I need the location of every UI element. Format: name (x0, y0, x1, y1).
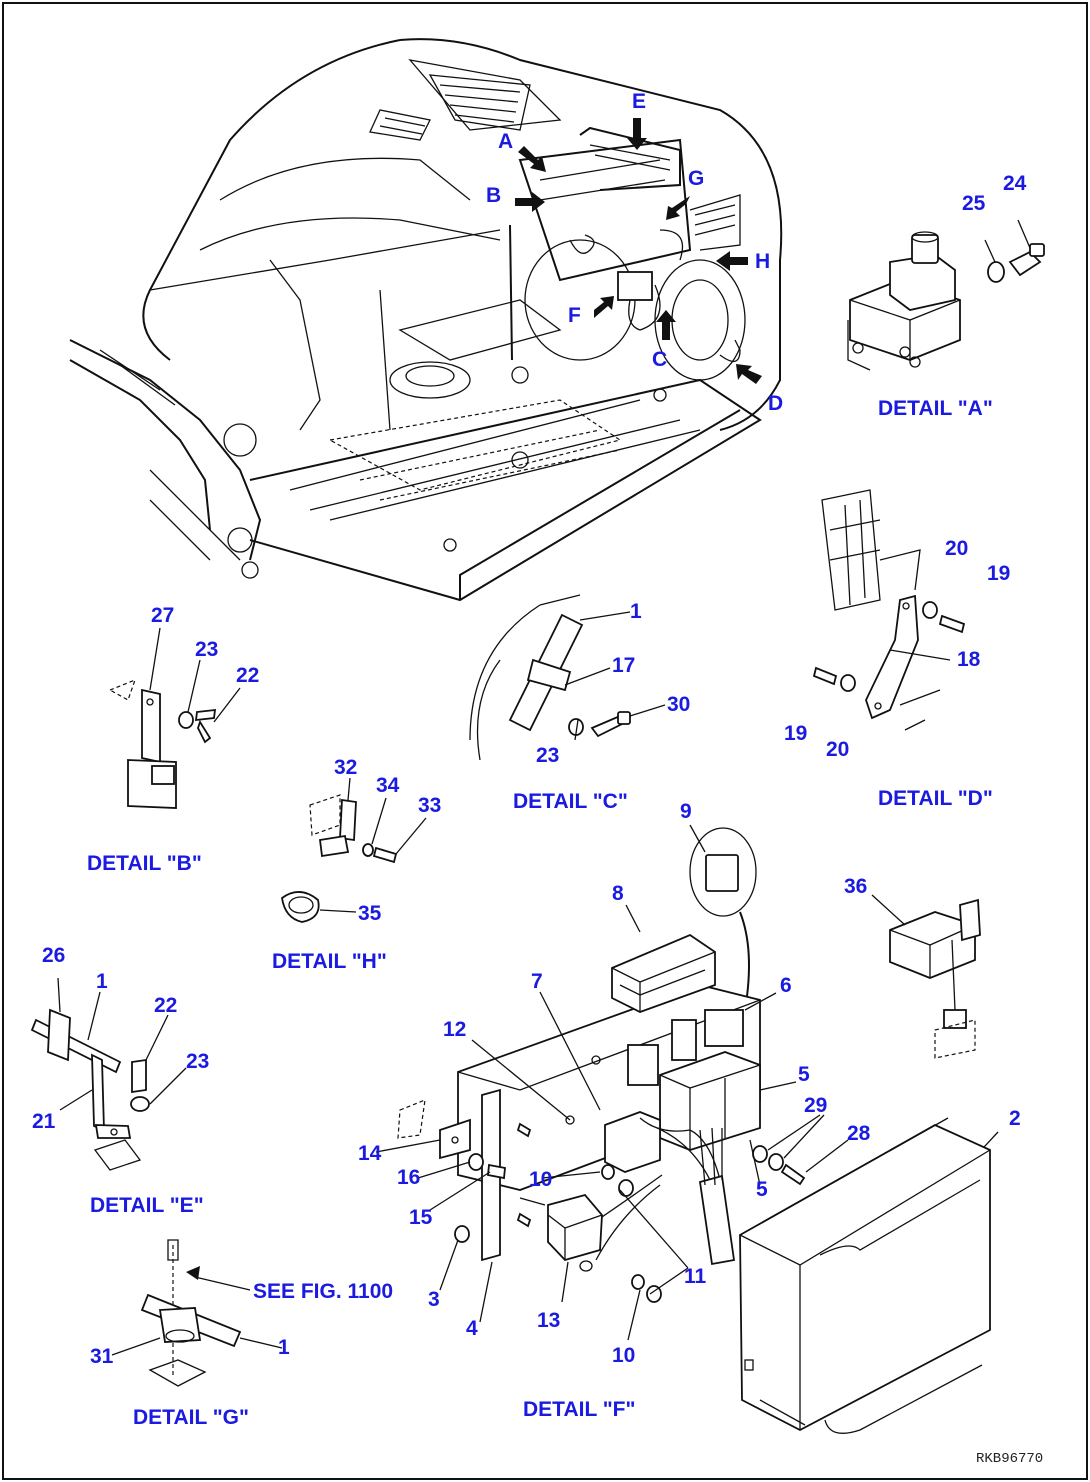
callout-number: 32 (334, 756, 357, 779)
detail-h-title: DETAIL "H" (272, 950, 387, 973)
detail-letter: C (652, 348, 667, 371)
callout-number: 30 (667, 693, 690, 716)
callout-number: 23 (536, 744, 559, 767)
detail-letter: H (755, 250, 770, 273)
detail-a-title: DETAIL "A" (878, 397, 993, 420)
callout-number: 20 (826, 738, 849, 761)
callout-number: 1 (96, 970, 108, 993)
callout-number: 29 (804, 1094, 827, 1117)
callout-number: 18 (957, 648, 981, 671)
callout-number: 4 (466, 1317, 478, 1340)
callout-number: 15 (409, 1206, 433, 1229)
callout-number: 11 (684, 1265, 707, 1288)
callout-number: 2 (1009, 1107, 1021, 1130)
callout-number: 12 (443, 1018, 466, 1041)
detail-letter: G (688, 167, 704, 190)
see-fig-note: SEE FIG. 1100 (253, 1280, 393, 1303)
callout-number: 10 (529, 1168, 552, 1191)
callout-number: 17 (612, 654, 635, 677)
detail-g-title: DETAIL "G" (133, 1406, 249, 1429)
detail-e-drawing (30, 977, 187, 1171)
callout-number: 9 (680, 800, 692, 823)
machine-overview (69, 38, 783, 602)
detail-d-title: DETAIL "D" (878, 787, 993, 810)
callout-number: 24 (1003, 172, 1027, 195)
detail-b-drawing (108, 627, 241, 809)
callout-number: 20 (945, 537, 968, 560)
detail-letter: E (632, 90, 646, 113)
callout-number: 1 (278, 1336, 290, 1359)
callout-number: 35 (358, 902, 382, 925)
callout-number: 26 (42, 944, 65, 967)
callout-number: 31 (90, 1345, 114, 1368)
callout-number: 19 (784, 722, 807, 745)
callout-number: 21 (32, 1110, 56, 1133)
callout-number: 5 (756, 1178, 768, 1201)
callout-number: 22 (154, 994, 177, 1017)
callout-number: 22 (236, 664, 259, 687)
detail-letter: A (498, 130, 513, 153)
callout-number: 8 (612, 882, 624, 905)
callout-number: 27 (151, 604, 174, 627)
callout-number: 19 (987, 562, 1010, 585)
controller-box-drawing (739, 1117, 991, 1434)
callout-number: 6 (780, 974, 792, 997)
detail-d-drawing (812, 489, 966, 731)
callout-number: 7 (531, 970, 543, 993)
callout-number: 3 (428, 1288, 440, 1311)
detail-f-title: DETAIL "F" (523, 1398, 635, 1421)
detail-a-drawing (847, 219, 1045, 371)
detail-c-title: DETAIL "C" (513, 790, 628, 813)
detail-g-drawing (111, 1239, 283, 1387)
detail-letter: F (568, 304, 581, 327)
callout-number: 28 (847, 1122, 871, 1145)
callout-number: 14 (358, 1142, 382, 1165)
detail-letter: B (486, 184, 501, 207)
detail-h-drawing (281, 777, 427, 923)
callout-number: 5 (798, 1063, 810, 1086)
callout-number: 16 (397, 1166, 420, 1189)
detail-c-drawing (469, 594, 666, 761)
detail-f-drawing (375, 824, 999, 1341)
callout-number: 36 (844, 875, 867, 898)
detail-b-title: DETAIL "B" (87, 852, 202, 875)
callout-number: 1 (630, 600, 642, 623)
detail-36-drawing (871, 894, 981, 1059)
callout-number: 10 (612, 1344, 635, 1367)
callout-number: 34 (376, 774, 400, 797)
callout-number: 33 (418, 794, 441, 817)
detail-e-title: DETAIL "E" (90, 1194, 204, 1217)
callout-number: 25 (962, 192, 986, 215)
detail-letter: D (768, 392, 783, 415)
callout-number: 23 (186, 1050, 209, 1073)
callout-number: 13 (537, 1309, 560, 1332)
figure-reference: RKB96770 (976, 1451, 1043, 1467)
callout-number: 23 (195, 638, 218, 661)
